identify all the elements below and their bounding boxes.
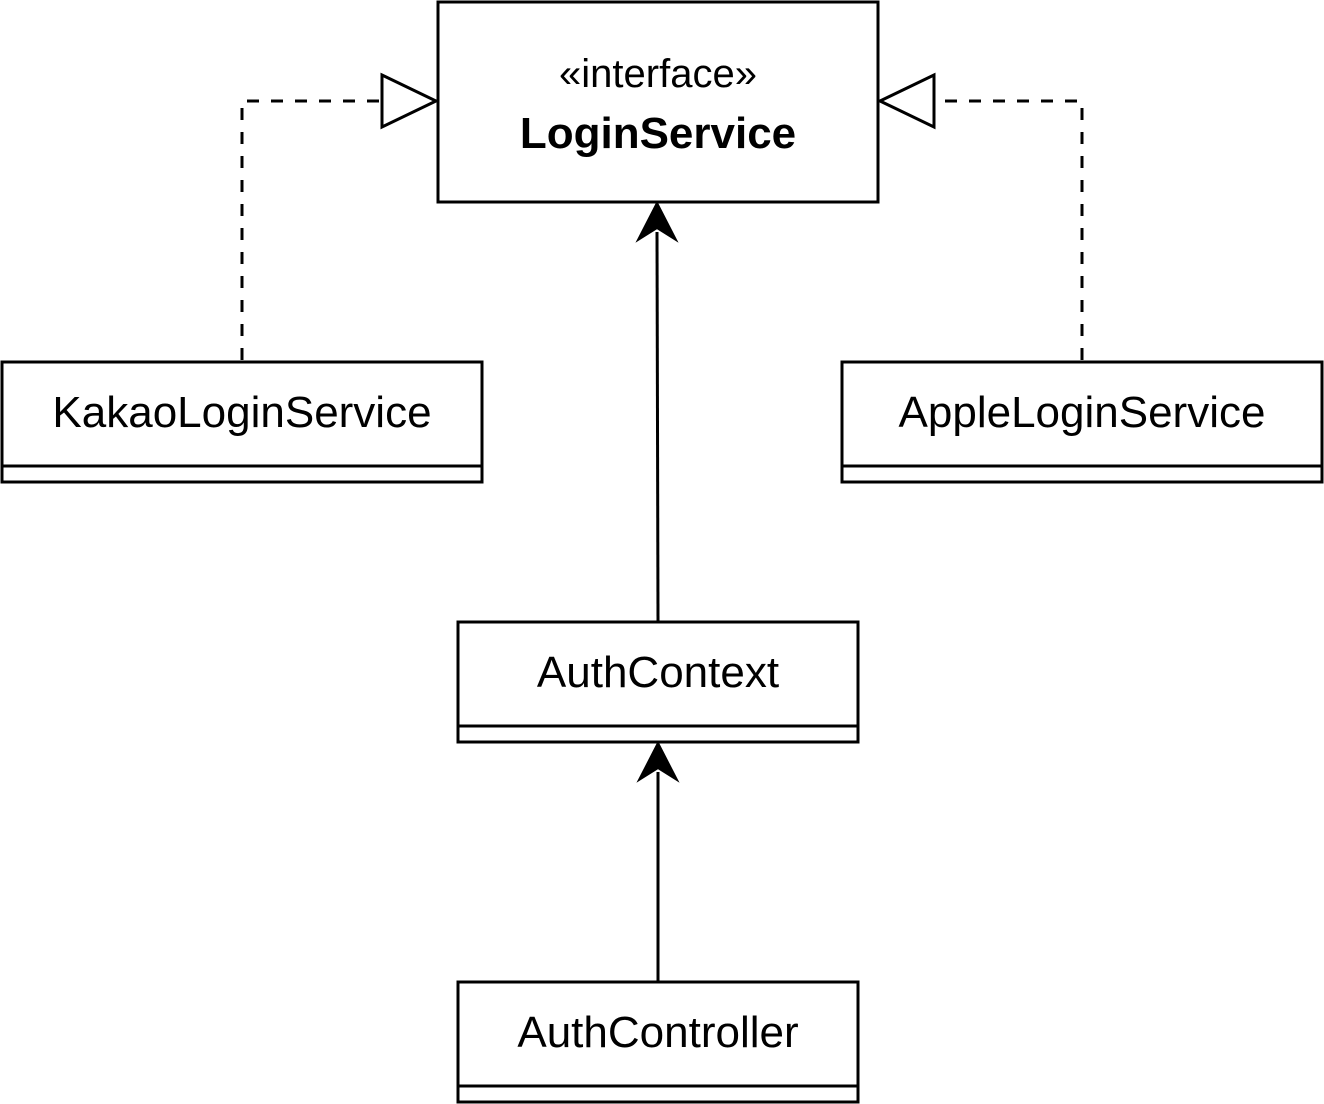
- realization-edge-apple: [876, 72, 1084, 360]
- class-name: AppleLoginService: [899, 388, 1266, 437]
- realization-edge-kakao: [240, 72, 440, 360]
- association-edge-context-to-service: [635, 200, 679, 622]
- interface-box-loginservice[interactable]: «interface» LoginService: [436, 0, 880, 204]
- filled-arrowhead: [635, 200, 679, 243]
- class-box-kakaologinservice[interactable]: KakaoLoginService: [0, 360, 484, 484]
- filled-arrowhead: [636, 740, 680, 783]
- class-name: KakaoLoginService: [52, 388, 431, 437]
- class-box-authcontroller[interactable]: AuthController: [456, 980, 860, 1104]
- class-box-appleloginservice[interactable]: AppleLoginService: [840, 360, 1324, 484]
- class-name: AuthContext: [537, 648, 779, 697]
- hollow-triangle-arrowhead: [380, 72, 440, 130]
- hollow-triangle-arrowhead: [876, 72, 936, 130]
- class-box-authcontext[interactable]: AuthContext: [456, 620, 860, 744]
- class-name: AuthController: [517, 1008, 798, 1057]
- association-edge-controller-to-context: [636, 740, 680, 981]
- interface-stereotype: «interface»: [559, 52, 757, 96]
- interface-name: LoginService: [520, 109, 796, 158]
